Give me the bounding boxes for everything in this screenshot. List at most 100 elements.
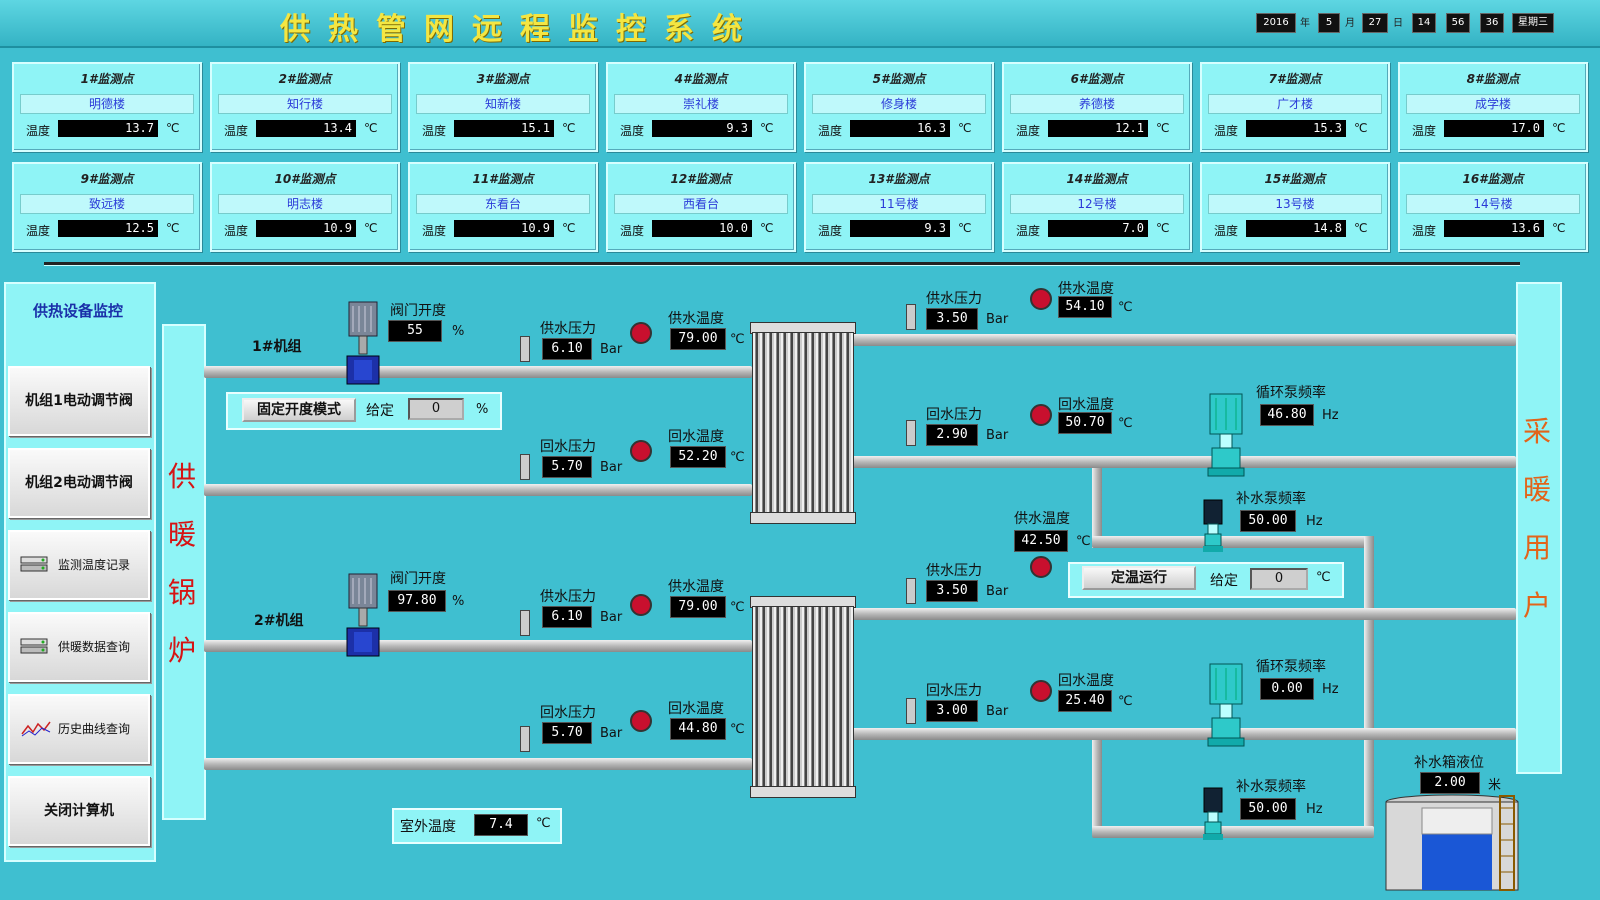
sensor-temp-unit: ℃ bbox=[562, 221, 576, 235]
u2-makeup-label: 补水泵频率 bbox=[1236, 779, 1306, 795]
heating-users-box bbox=[1516, 282, 1562, 774]
const-temp-run-button[interactable]: 定温运行 bbox=[1082, 566, 1196, 590]
u2-sec-return-p-unit: Bar bbox=[986, 704, 1009, 719]
sensor-building: 致远楼 bbox=[20, 194, 194, 214]
temperature-gauge-icon bbox=[630, 440, 652, 462]
hx2-bottom-cap bbox=[750, 786, 856, 798]
unit2-primary-supply-pipe bbox=[204, 640, 752, 652]
boiler-box bbox=[162, 324, 206, 820]
sensor-point-name: 1#监测点 bbox=[80, 72, 134, 86]
sensor-temp-unit: ℃ bbox=[364, 221, 378, 235]
unit2-makeup-pump-icon[interactable] bbox=[1202, 786, 1224, 842]
data-query-button[interactable]: 供暖数据查询 bbox=[8, 612, 150, 682]
heat-exchanger-2 bbox=[752, 606, 854, 790]
date-day: 27 bbox=[1362, 13, 1388, 33]
u2-sec-return-p-value: 3.00 bbox=[926, 700, 978, 722]
sensor-temp-value: 9.3 bbox=[652, 120, 752, 137]
u1-pri-return-t-unit: ℃ bbox=[730, 450, 745, 465]
sensor-temp-label: 温度 bbox=[1214, 124, 1239, 138]
unit1-secondary-return-pipe bbox=[852, 456, 1516, 468]
sensor-temp-unit: ℃ bbox=[1354, 121, 1368, 135]
sensor-temp-value: 14.8 bbox=[1246, 220, 1346, 237]
history-curve-label: 历史曲线查询 bbox=[58, 722, 131, 736]
unit1-makeup-pump-icon[interactable] bbox=[1202, 498, 1224, 554]
sensor-point-name: 15#监测点 bbox=[1264, 172, 1326, 186]
sensor-building: 知新楼 bbox=[416, 94, 590, 114]
hx1-bottom-cap bbox=[750, 512, 856, 524]
u1-sec-supply-t-value: 54.10 bbox=[1058, 296, 1112, 318]
u2-circ-value: 0.00 bbox=[1260, 678, 1314, 700]
u2-circ-label: 循环泵频率 bbox=[1256, 659, 1326, 675]
time-hour: 14 bbox=[1412, 13, 1436, 33]
unit1-valve-value: 55 bbox=[388, 320, 442, 342]
unit2-label: 2#机组 bbox=[254, 613, 304, 629]
outdoor-temp-label: 室外温度 bbox=[400, 819, 456, 835]
users-char-1: 采 bbox=[1522, 415, 1551, 448]
sensor-temp-value: 15.1 bbox=[454, 120, 554, 137]
sensor-temp-unit: ℃ bbox=[760, 121, 774, 135]
unit1-valve-unit: % bbox=[452, 324, 465, 339]
unit2-valve-label: 阀门开度 bbox=[390, 571, 446, 587]
temp-record-button[interactable]: 监测温度记录 bbox=[8, 530, 150, 600]
users-char-2: 暖 bbox=[1522, 473, 1551, 506]
u2-pri-return-t-label: 回水温度 bbox=[668, 701, 724, 717]
unit2-valve-unit: % bbox=[452, 594, 465, 609]
const-temp-given-input[interactable]: 0 bbox=[1250, 568, 1308, 590]
u1-sec-return-p-label: 回水压力 bbox=[926, 407, 982, 423]
sensor-building: 广才楼 bbox=[1208, 94, 1382, 114]
u1-circ-unit: Hz bbox=[1322, 408, 1339, 423]
u1-sec-supply-p-unit: Bar bbox=[986, 312, 1009, 327]
unit2-circulation-pump-icon[interactable] bbox=[1206, 662, 1246, 750]
sensor-temp-unit: ℃ bbox=[1354, 221, 1368, 235]
unit1-valve-button[interactable]: 机组1电动调节阀 bbox=[8, 366, 150, 436]
sensor-temp-unit: ℃ bbox=[1552, 121, 1566, 135]
unit2-control-valve-icon[interactable] bbox=[344, 572, 382, 660]
pressure-sensor-icon bbox=[520, 336, 530, 362]
u2-circ-unit: Hz bbox=[1322, 682, 1339, 697]
u1-sec-supply-t-unit: ℃ bbox=[1118, 300, 1133, 315]
u1-sec-return-p-value: 2.90 bbox=[926, 424, 978, 446]
pressure-sensor-icon bbox=[520, 726, 530, 752]
unit2-valve-button[interactable]: 机组2电动调节阀 bbox=[8, 448, 150, 518]
unit1-circulation-pump-icon[interactable] bbox=[1206, 392, 1246, 480]
u2-pri-return-t-value: 44.80 bbox=[670, 718, 726, 740]
u2-pri-supply-p-value: 6.10 bbox=[542, 606, 592, 628]
boiler-char-3: 锅 bbox=[167, 576, 196, 609]
sensor-building: 崇礼楼 bbox=[614, 94, 788, 114]
u1-sec-return-t-value: 50.70 bbox=[1058, 412, 1112, 434]
users-char-3: 用 bbox=[1522, 531, 1551, 564]
sensor-temp-value: 16.3 bbox=[850, 120, 950, 137]
u1-sec-return-t-unit: ℃ bbox=[1118, 416, 1133, 431]
sensor-building: 明志楼 bbox=[218, 194, 392, 214]
unit2-primary-return-pipe bbox=[204, 758, 752, 770]
u1-sec-return-p-unit: Bar bbox=[986, 428, 1009, 443]
u2-pri-supply-t-label: 供水温度 bbox=[668, 579, 724, 595]
u1-pri-return-p-value: 5.70 bbox=[542, 456, 592, 478]
sensor-point-name: 9#监测点 bbox=[80, 172, 134, 186]
fixed-opening-mode-button[interactable]: 固定开度模式 bbox=[242, 398, 356, 422]
u1-pri-return-t-label: 回水温度 bbox=[668, 429, 724, 445]
history-curve-button[interactable]: 历史曲线查询 bbox=[8, 694, 150, 764]
shutdown-button[interactable]: 关闭计算机 bbox=[8, 776, 150, 846]
sensor-temp-label: 温度 bbox=[1016, 224, 1041, 238]
date-year: 2016 bbox=[1256, 13, 1296, 33]
u2-sec-return-t-label: 回水温度 bbox=[1058, 673, 1114, 689]
unit1-control-valve-icon[interactable] bbox=[344, 300, 382, 388]
u1-pri-return-p-label: 回水压力 bbox=[540, 439, 596, 455]
sensor-temp-value: 13.4 bbox=[256, 120, 356, 137]
u1-pri-return-p-unit: Bar bbox=[600, 460, 623, 475]
sensor-building: 14号楼 bbox=[1406, 194, 1580, 214]
u1-circ-value: 46.80 bbox=[1260, 404, 1314, 426]
sensor-point-name: 13#监测点 bbox=[868, 172, 930, 186]
year-label: 年 bbox=[1300, 18, 1310, 29]
weekday: 星期三 bbox=[1512, 13, 1554, 33]
sensor-temp-unit: ℃ bbox=[562, 121, 576, 135]
temperature-gauge-icon bbox=[1030, 680, 1052, 702]
unit1-given-input[interactable]: 0 bbox=[408, 398, 464, 420]
u2-pri-supply-t-value: 79.00 bbox=[670, 596, 726, 618]
